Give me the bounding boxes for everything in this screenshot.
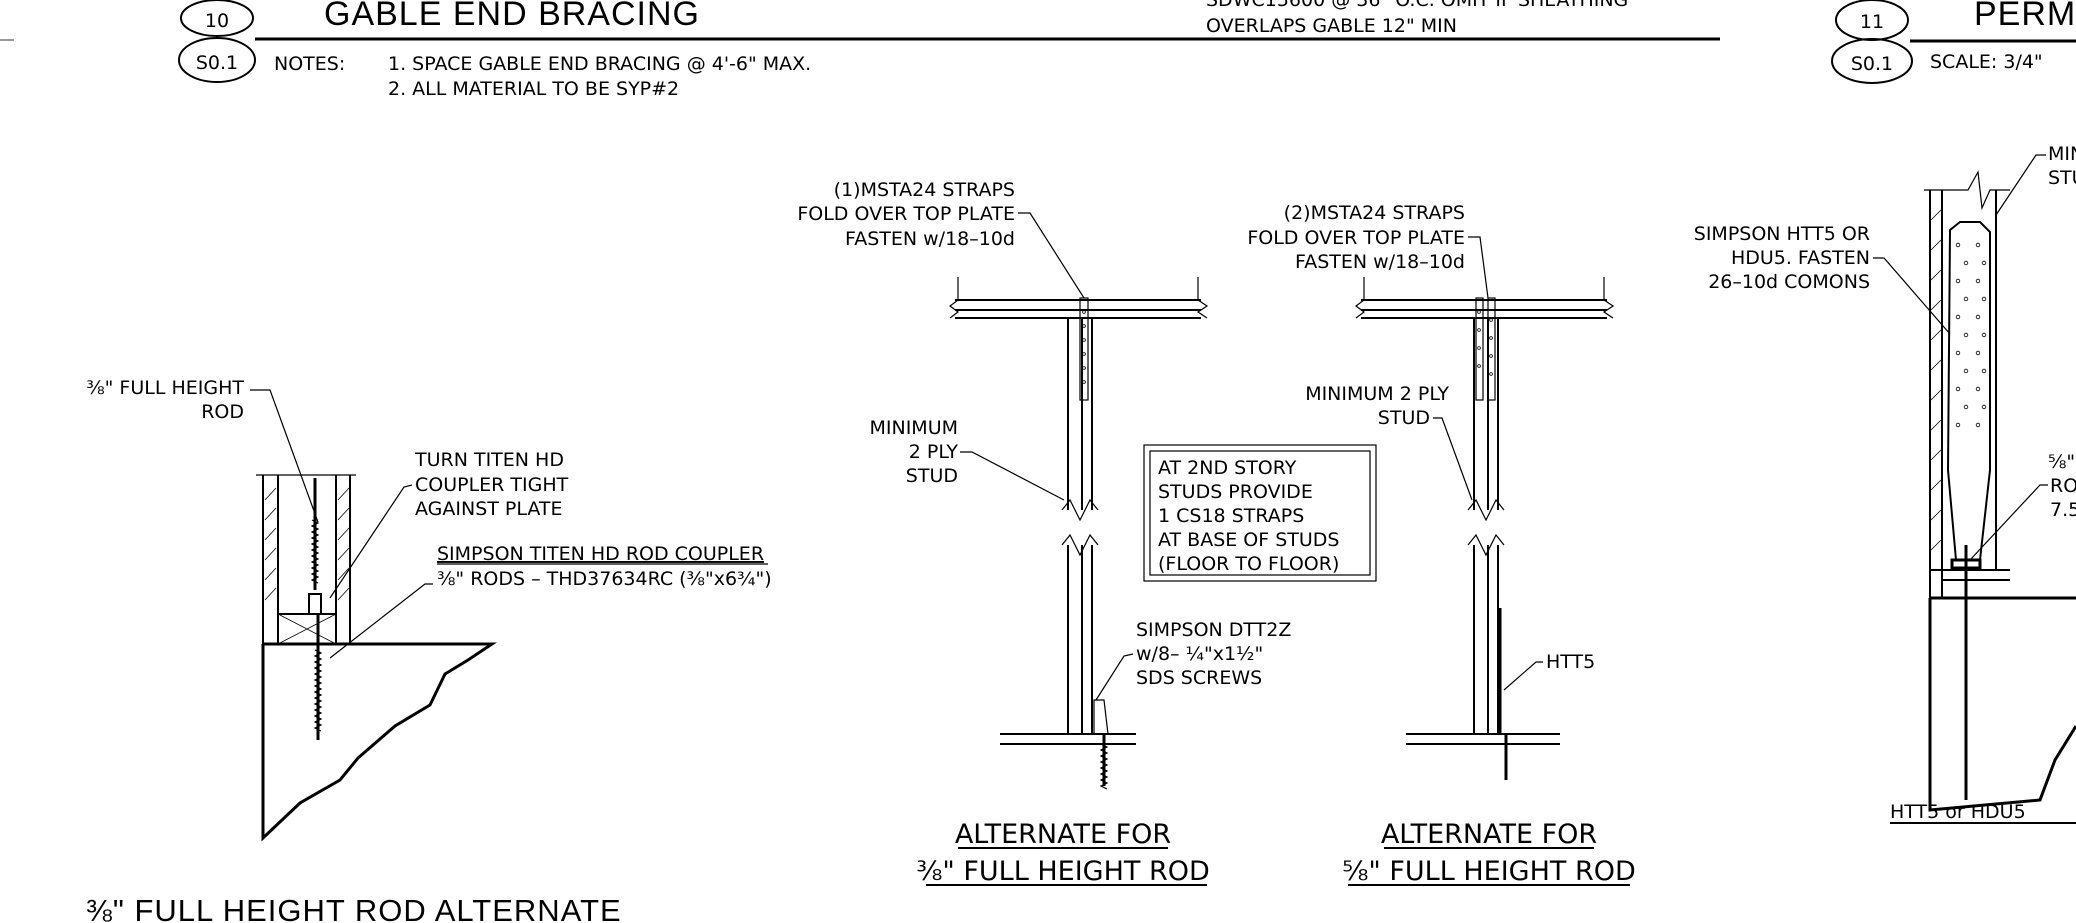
note-box-line-3: 1 CS18 STRAPS [1158, 505, 1304, 527]
dtt-label-3: SDS SCREWS [1136, 667, 1262, 689]
rod-label-line-2: ROD [201, 401, 244, 423]
dtt2z-holddown [1093, 699, 1109, 735]
simpson-leader [1873, 257, 1951, 335]
scale-label: SCALE: 3/4" [1930, 51, 2043, 73]
stud-label-1: MINIMUM [869, 417, 958, 439]
top-note-line-1: SDWC15600 @ 36" O.C. OMIT IF SHEATHING [1206, 0, 1628, 11]
stud-leader [960, 451, 1065, 501]
rod-size-label-3: 7.5 [2050, 499, 2076, 521]
fastener-dots [1955, 242, 1987, 428]
rod-leader [250, 389, 319, 523]
stud-hatch [264, 487, 350, 601]
note-box-line-5: (FLOOR TO FLOOR) [1158, 553, 1339, 575]
coupler-note-1: TURN TITEN HD [414, 449, 564, 471]
dtt-leader [1095, 653, 1134, 701]
sheet-number-11: S0.1 [1851, 53, 1893, 75]
stud-label-2: 2 PLY [909, 441, 959, 463]
min-label-2: STU [2048, 167, 2076, 189]
detail-title-11: PERMA [1974, 0, 2076, 33]
foundation [261, 642, 497, 842]
notes-label: NOTES: [274, 53, 345, 75]
rod-size-label-1: ⅝" [2048, 451, 2075, 473]
strap2-label-3: FASTEN w/18–10d [1295, 251, 1465, 273]
rod-threads [310, 519, 320, 584]
min-label-1: MIN [2048, 143, 2076, 165]
msta24-strap-b [1487, 297, 1496, 401]
stud-label-3: STUD [906, 465, 958, 487]
alt-3-8-detail: (1)MSTA24 STRAPS FOLD OVER TOP PLATE FAS… [797, 179, 1291, 887]
simpson-label-2: HDU5. FASTEN [1731, 247, 1870, 269]
stud2-leader [1433, 417, 1473, 501]
htt5-body [1946, 221, 1991, 561]
spec-leader [329, 583, 433, 659]
strap-label-1: (1)MSTA24 STRAPS [834, 179, 1015, 201]
strap2-leader [1468, 236, 1489, 299]
stud2-label-2: STUD [1378, 407, 1430, 429]
simpson-label-3: 26–10d COMONS [1708, 271, 1870, 293]
strap2-label-1: (2)MSTA24 STRAPS [1284, 202, 1465, 224]
htt-foundation [1928, 598, 2076, 812]
detail-bubble-10 [180, 0, 254, 37]
htt-detail: SIMPSON HTT5 OR HDU5. FASTEN 26–10d COMO… [1694, 143, 2076, 824]
coupler-spec: ⅜" RODS – THD37634RC (⅜"x6¾") [437, 568, 772, 590]
coupler-leader [329, 484, 413, 599]
rod-size-label-2: ROD [2050, 475, 2076, 497]
caption-line-2: ⅜" FULL HEIGHT ROD [916, 856, 1210, 887]
rod-label-line-1: ⅜" FULL HEIGHT [86, 377, 244, 399]
note-1: 1. SPACE GABLE END BRACING @ 4'-6" MAX. [388, 53, 811, 75]
sheet-bubble-10 [178, 37, 256, 83]
header-detail-10: 10 S0.1 GABLE END BRACING NOTES: 1. SPAC… [0, 0, 1720, 100]
anchor-threads [313, 649, 323, 732]
note-2: 2. ALL MATERIAL TO BE SYP#2 [388, 78, 679, 100]
detail-number-11: 11 [1860, 11, 1884, 33]
note-box-line-2: STUDS PROVIDE [1158, 481, 1313, 503]
strap-label-3: FASTEN w/18–10d [845, 228, 1015, 250]
coupler [308, 593, 322, 615]
stud2-label-1: MINIMUM 2 PLY [1305, 383, 1449, 405]
simpson-label-1: SIMPSON HTT5 OR [1694, 223, 1870, 245]
htt-caption: HTT5 or HDU5 [1890, 801, 2026, 823]
alt-5-8-detail: (2)MSTA24 STRAPS FOLD OVER TOP PLATE FAS… [1247, 202, 1635, 887]
rod-detail: ⅜" FULL HEIGHT ROD TURN TITEN HD COUPLE [86, 377, 772, 923]
strap2-label-2: FOLD OVER TOP PLATE [1247, 227, 1465, 249]
dtt-label-1: SIMPSON DTT2Z [1136, 619, 1291, 641]
caption-line-1: ALTERNATE FOR [955, 819, 1171, 850]
note-box: AT 2ND STORY STUDS PROVIDE 1 CS18 STRAPS… [1143, 444, 1377, 582]
note-box-line-4: AT BASE OF STUDS [1158, 529, 1340, 551]
detail-title: GABLE END BRACING [324, 0, 700, 33]
msta24-strap [1079, 297, 1089, 401]
sheet-number: S0.1 [196, 52, 238, 74]
note-box-line-1: AT 2ND STORY [1158, 457, 1297, 479]
caption2-line-1: ALTERNATE FOR [1381, 819, 1597, 850]
coupler-note-3: AGAINST PLATE [415, 498, 563, 520]
strap-leader [1018, 212, 1085, 299]
sheet-bubble-11 [1831, 38, 1913, 84]
rod-alternate-title: ⅜" FULL HEIGHT ROD ALTERNATE [86, 893, 622, 923]
top-note-line-2: OVERLAPS GABLE 12" MIN [1206, 15, 1457, 37]
htt5-leader [1503, 661, 1543, 691]
caption2-line-2: ⅝" FULL HEIGHT ROD [1342, 856, 1636, 887]
dtt-label-2: w/8– ¼"x1½" [1136, 643, 1263, 665]
coupler-note-2: COUPLER TIGHT [415, 474, 569, 496]
coupler-title: SIMPSON TITEN HD ROD COUPLER [437, 543, 764, 565]
msta24-strap-a [1475, 297, 1484, 401]
header-detail-11: 11 S0.1 PERMA SCALE: 3/4" [1831, 0, 2076, 84]
detail-number: 10 [205, 10, 229, 32]
strap-label-2: FOLD OVER TOP PLATE [797, 203, 1015, 225]
htt5-label: HTT5 [1546, 651, 1595, 673]
